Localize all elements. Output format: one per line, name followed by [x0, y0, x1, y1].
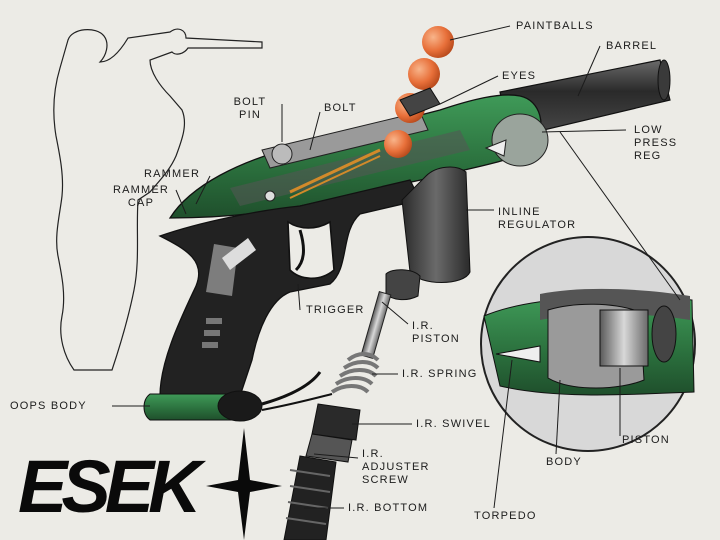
label-body: BODY — [546, 456, 582, 468]
barrel — [499, 59, 671, 139]
label-low-press-reg-line-2: PRESS — [634, 137, 678, 149]
label-bolt-pin: BOLT PIN — [226, 96, 274, 122]
label-barrel: BARREL — [606, 40, 658, 52]
oops-body — [143, 371, 333, 422]
label-ir-adjuster-screw: I.R. ADJUSTER SCREW — [362, 448, 430, 487]
frame-grip — [158, 179, 421, 397]
esek-logo: ESEK — [18, 428, 282, 540]
label-piston: PISTON — [622, 434, 670, 446]
label-ir-spring: I.R. SPRING — [402, 368, 478, 380]
inline-regulator — [385, 166, 471, 301]
label-rammer-cap: RAMMER CAP — [106, 184, 176, 210]
leader-lines — [112, 25, 681, 509]
label-ir-piston: I.R. PISTON — [412, 320, 460, 346]
label-inline-regulator-line-2: REGULATOR — [498, 219, 577, 231]
ir-assembly — [283, 291, 392, 540]
label-low-press-reg-line-3: REG — [634, 150, 662, 162]
label-rammer-cap-line-1: RAMMER — [112, 184, 170, 196]
label-torpedo: TORPEDO — [474, 510, 537, 522]
paintballs — [384, 26, 454, 158]
label-low-press-reg-line-1: LOW — [634, 124, 663, 136]
label-ir-adjuster-screw-line-1: I.R. — [362, 448, 384, 460]
label-bolt-pin-line-2: PIN — [239, 109, 261, 121]
svg-text:ESEK: ESEK — [18, 445, 206, 528]
label-ir-swivel: I.R. SWIVEL — [416, 418, 491, 430]
label-rammer-cap-line-2: CAP — [127, 197, 155, 209]
label-ir-bottom: I.R. BOTTOM — [348, 502, 429, 514]
label-ir-adjuster-screw-line-3: SCREW — [362, 474, 409, 486]
player-silhouette-icon — [53, 28, 263, 371]
label-rammer: RAMMER — [144, 168, 201, 180]
label-ir-piston-line-1: I.R. — [412, 320, 434, 332]
label-ir-adjuster-screw-line-2: ADJUSTER — [362, 461, 430, 473]
label-bolt-pin-line-1: BOLT — [233, 96, 267, 108]
label-oops-body: OOPS BODY — [10, 400, 87, 412]
label-low-press-reg: LOW PRESS REG — [634, 124, 677, 163]
label-bolt: BOLT — [324, 102, 357, 114]
label-trigger: TRIGGER — [306, 304, 365, 316]
label-inline-regulator-line-1: INLINE — [498, 206, 541, 218]
detail-magnifier — [480, 236, 696, 452]
four-point-star-icon — [206, 428, 282, 540]
label-inline-regulator: INLINE REGULATOR — [498, 206, 576, 232]
label-eyes: EYES — [502, 70, 537, 82]
label-ir-piston-line-2: PISTON — [412, 333, 460, 345]
label-paintballs: PAINTBALLS — [516, 20, 594, 32]
